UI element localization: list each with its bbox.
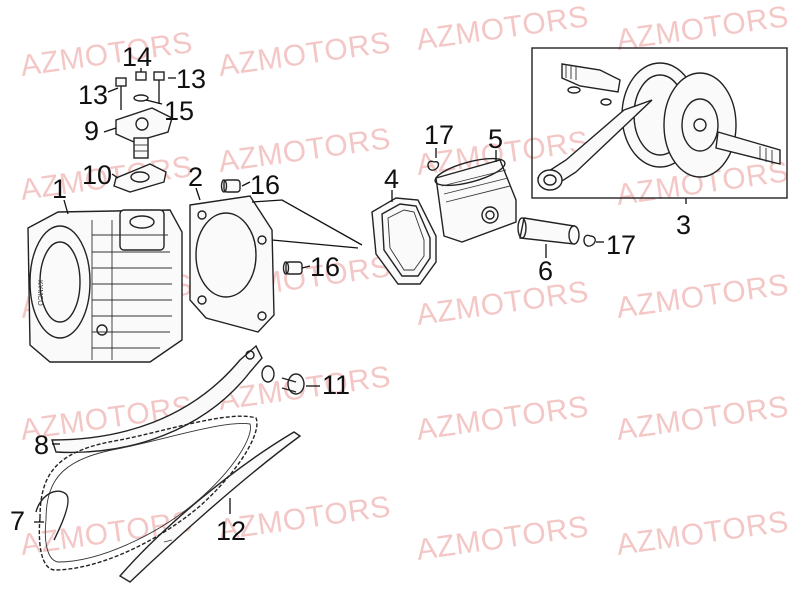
piston-ring-set-part <box>371 197 437 285</box>
cam-chain-tensioner-part <box>115 107 173 159</box>
chain-guide-part <box>118 431 302 583</box>
tensioner-gasket-part <box>113 163 167 193</box>
watermark: AZMOTORS <box>414 510 590 567</box>
callout-6: 6 <box>538 256 553 286</box>
callout-12: 12 <box>216 516 246 546</box>
watermark: AZMOTORS <box>614 505 790 562</box>
cylinder-part: KYMCO <box>27 209 183 363</box>
leader-lines <box>34 68 687 523</box>
callout-11: 11 <box>322 370 350 400</box>
dowel-pin-upper <box>220 179 241 193</box>
callout-14: 14 <box>122 42 152 72</box>
callout-10: 10 <box>82 160 112 190</box>
assembly-line <box>271 239 359 249</box>
tensioner-bolt-right <box>153 71 165 104</box>
assembly-line <box>251 199 363 246</box>
circlip-upper <box>427 160 440 171</box>
watermark: AZMOTORS <box>414 275 590 332</box>
callout-16-lower: 16 <box>310 252 340 282</box>
crankshaft-part <box>531 47 788 199</box>
crankshaft-frame <box>531 47 788 199</box>
sealing-bolt <box>135 71 147 81</box>
callout-1: 1 <box>52 174 67 204</box>
dowel-pin-lower <box>282 261 303 275</box>
callout-3: 3 <box>676 210 691 240</box>
callout-2: 2 <box>188 162 203 192</box>
callout-16-upper: 16 <box>250 170 280 200</box>
chain-guide-bolt-part <box>261 365 305 395</box>
watermark: AZMOTORS <box>414 390 590 447</box>
callout-15: 15 <box>164 96 194 126</box>
callout-13-right: 13 <box>176 64 206 94</box>
watermark: AZMOTORS <box>614 268 790 325</box>
watermark: AZMOTORS <box>216 26 392 83</box>
tensioner-bolt-left <box>115 77 127 110</box>
callout-9: 9 <box>84 116 99 146</box>
o-ring <box>133 94 149 102</box>
callout-labels: 1 2 3 4 5 6 7 8 9 10 11 12 13 13 14 15 1… <box>10 42 691 546</box>
piston-part <box>434 157 517 243</box>
callout-4: 4 <box>384 164 399 194</box>
cam-chain-part <box>35 415 258 571</box>
cylinder-gasket-part <box>189 195 275 333</box>
callout-8: 8 <box>34 430 49 460</box>
watermark: AZMOTORS <box>216 122 392 179</box>
callout-13-left: 13 <box>78 80 108 110</box>
callout-17-upper: 17 <box>424 120 454 150</box>
watermark: AZMOTORS <box>614 390 790 447</box>
callout-17-lower: 17 <box>606 230 636 260</box>
watermark: AZMOTORS <box>18 26 194 83</box>
kymco-label: KYMCO <box>36 280 43 306</box>
circlip-lower <box>583 234 596 247</box>
callout-5: 5 <box>488 124 503 154</box>
callout-7: 7 <box>10 506 25 536</box>
piston-pin-part <box>517 217 580 245</box>
